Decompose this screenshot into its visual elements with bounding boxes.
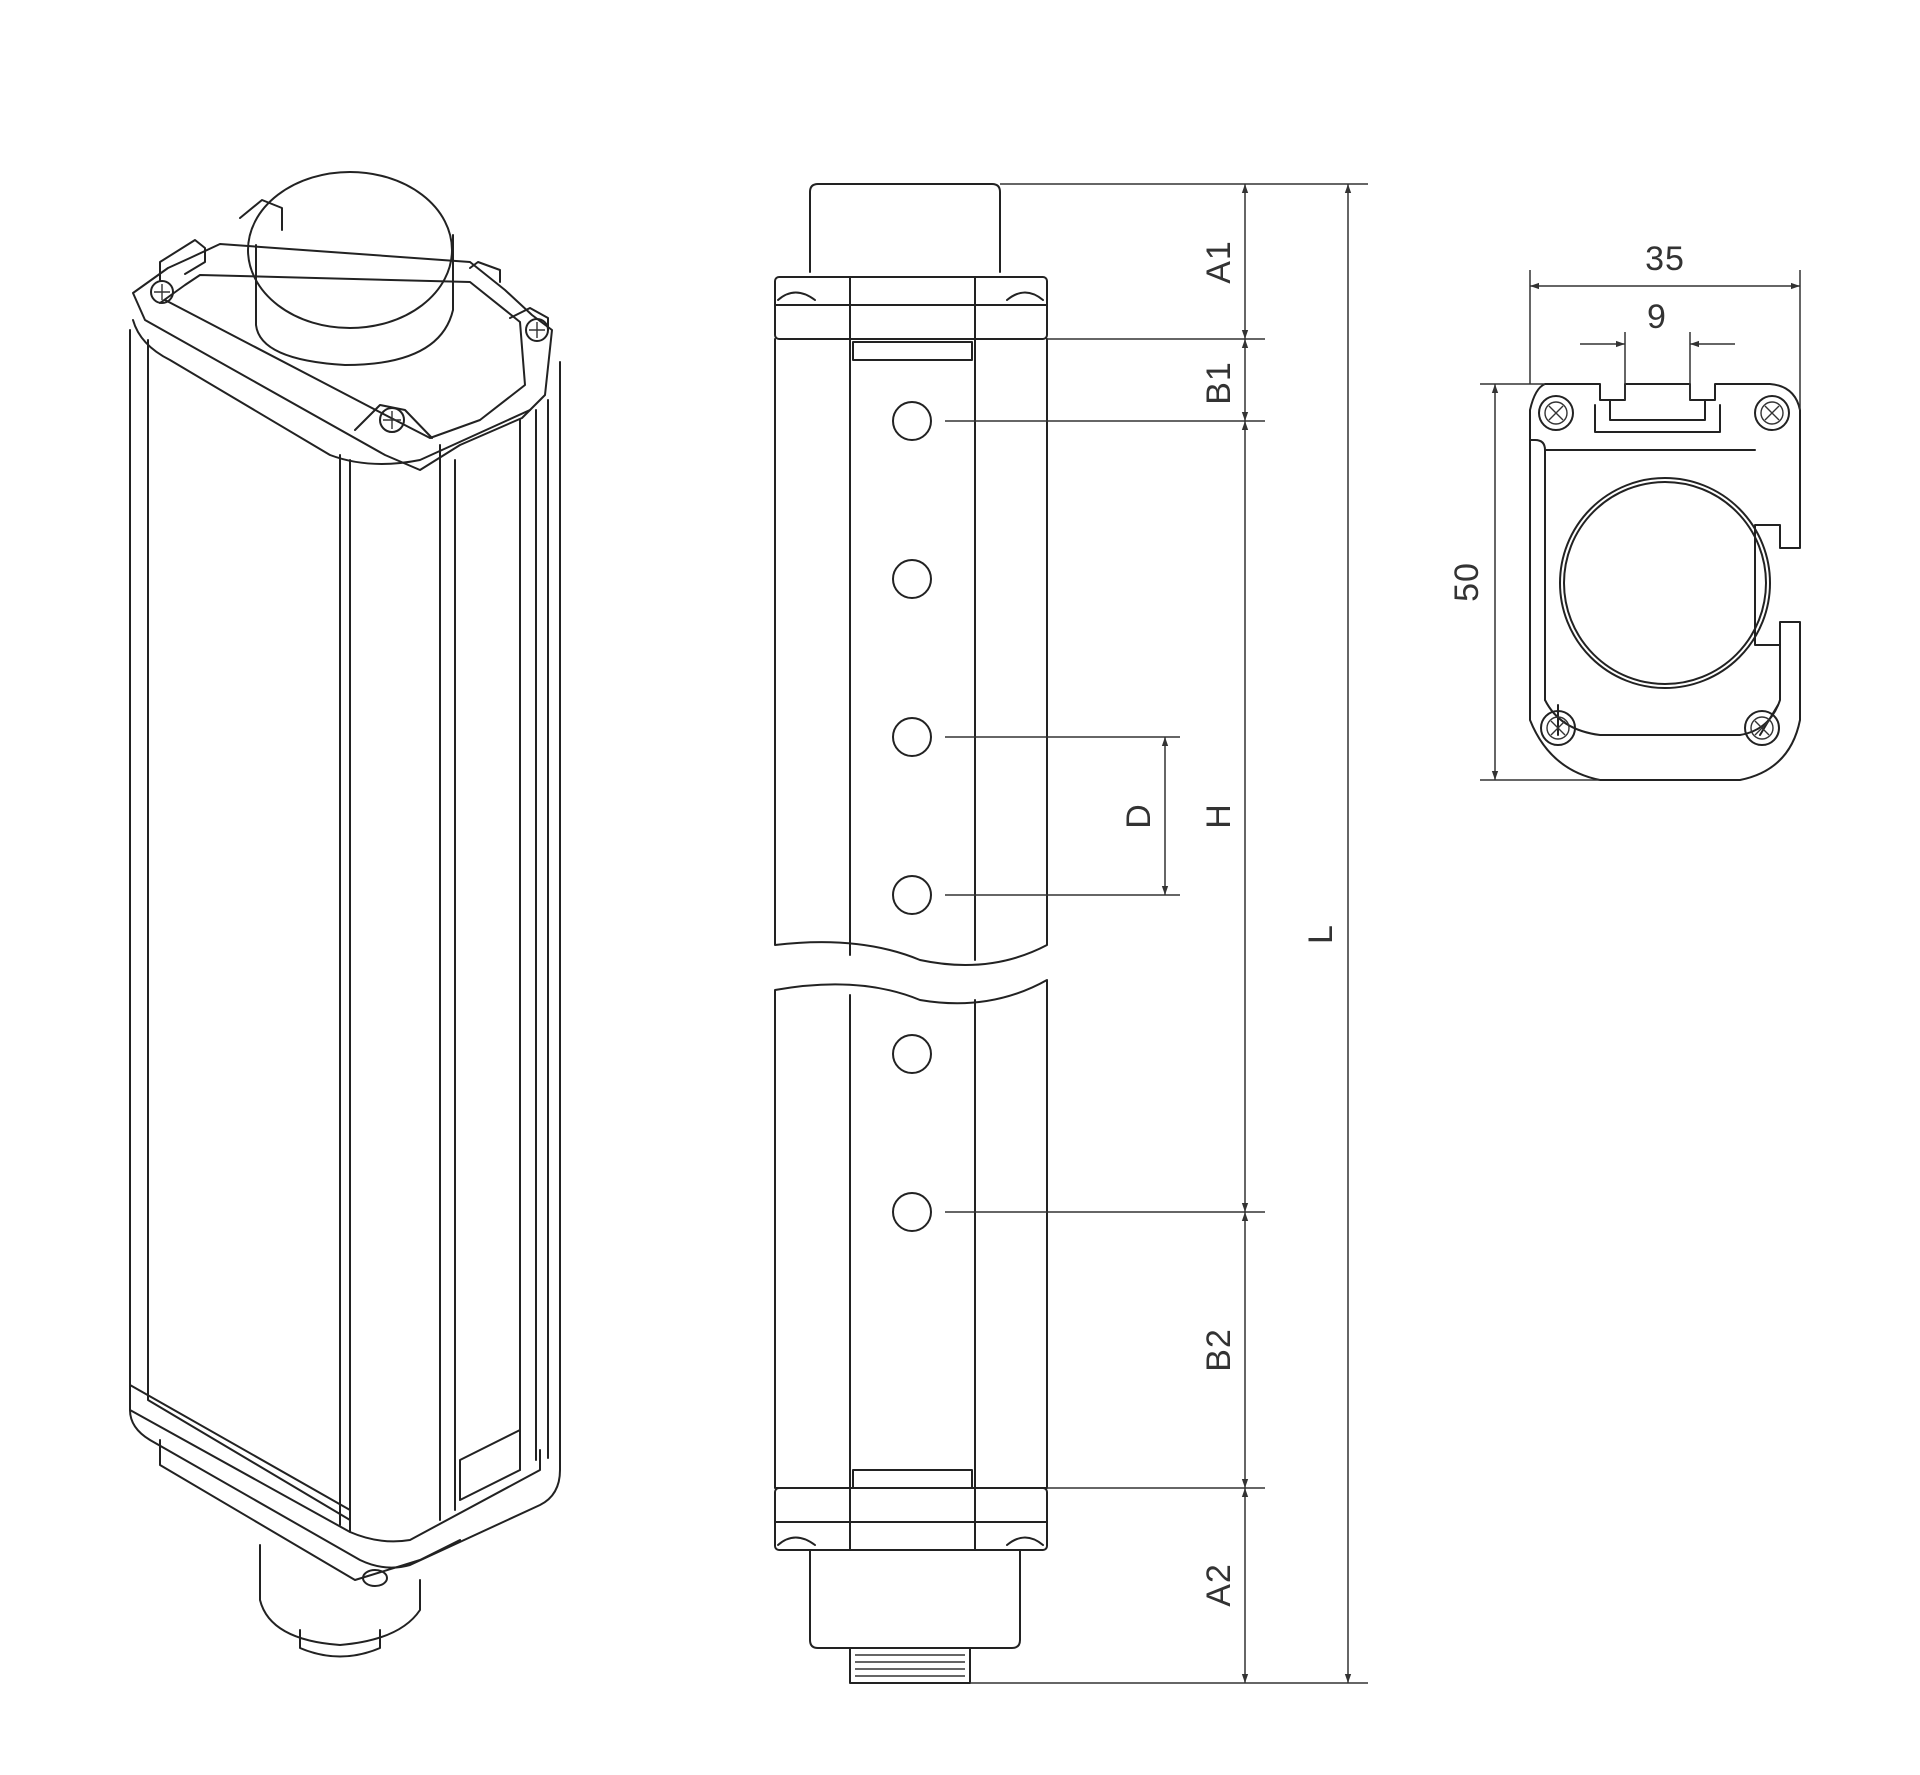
led-hole [892, 401, 932, 441]
label-slot: 9 [1647, 298, 1667, 336]
label-a1: A1 [1200, 240, 1238, 284]
led-hole [892, 1192, 932, 1232]
label-depth: 50 [1448, 562, 1486, 602]
end-view [1529, 383, 1801, 781]
end-dimensions [1480, 270, 1801, 781]
label-a2: A2 [1200, 1563, 1238, 1607]
label-d: D [1120, 803, 1158, 829]
led-hole [892, 1034, 932, 1074]
label-width: 35 [1645, 240, 1685, 278]
label-b2: B2 [1200, 1328, 1238, 1372]
front-view [774, 183, 1048, 1684]
led-hole [892, 875, 932, 915]
dimension-labels: A1 B1 H D L B2 A2 35 9 50 [1120, 240, 1685, 1607]
label-b1: B1 [1200, 361, 1238, 405]
isometric-view [129, 171, 561, 1658]
front-dimensions [945, 183, 1368, 1684]
led-hole [892, 559, 932, 599]
led-hole [892, 717, 932, 757]
label-l: L [1302, 924, 1340, 944]
label-h: H [1200, 803, 1238, 829]
